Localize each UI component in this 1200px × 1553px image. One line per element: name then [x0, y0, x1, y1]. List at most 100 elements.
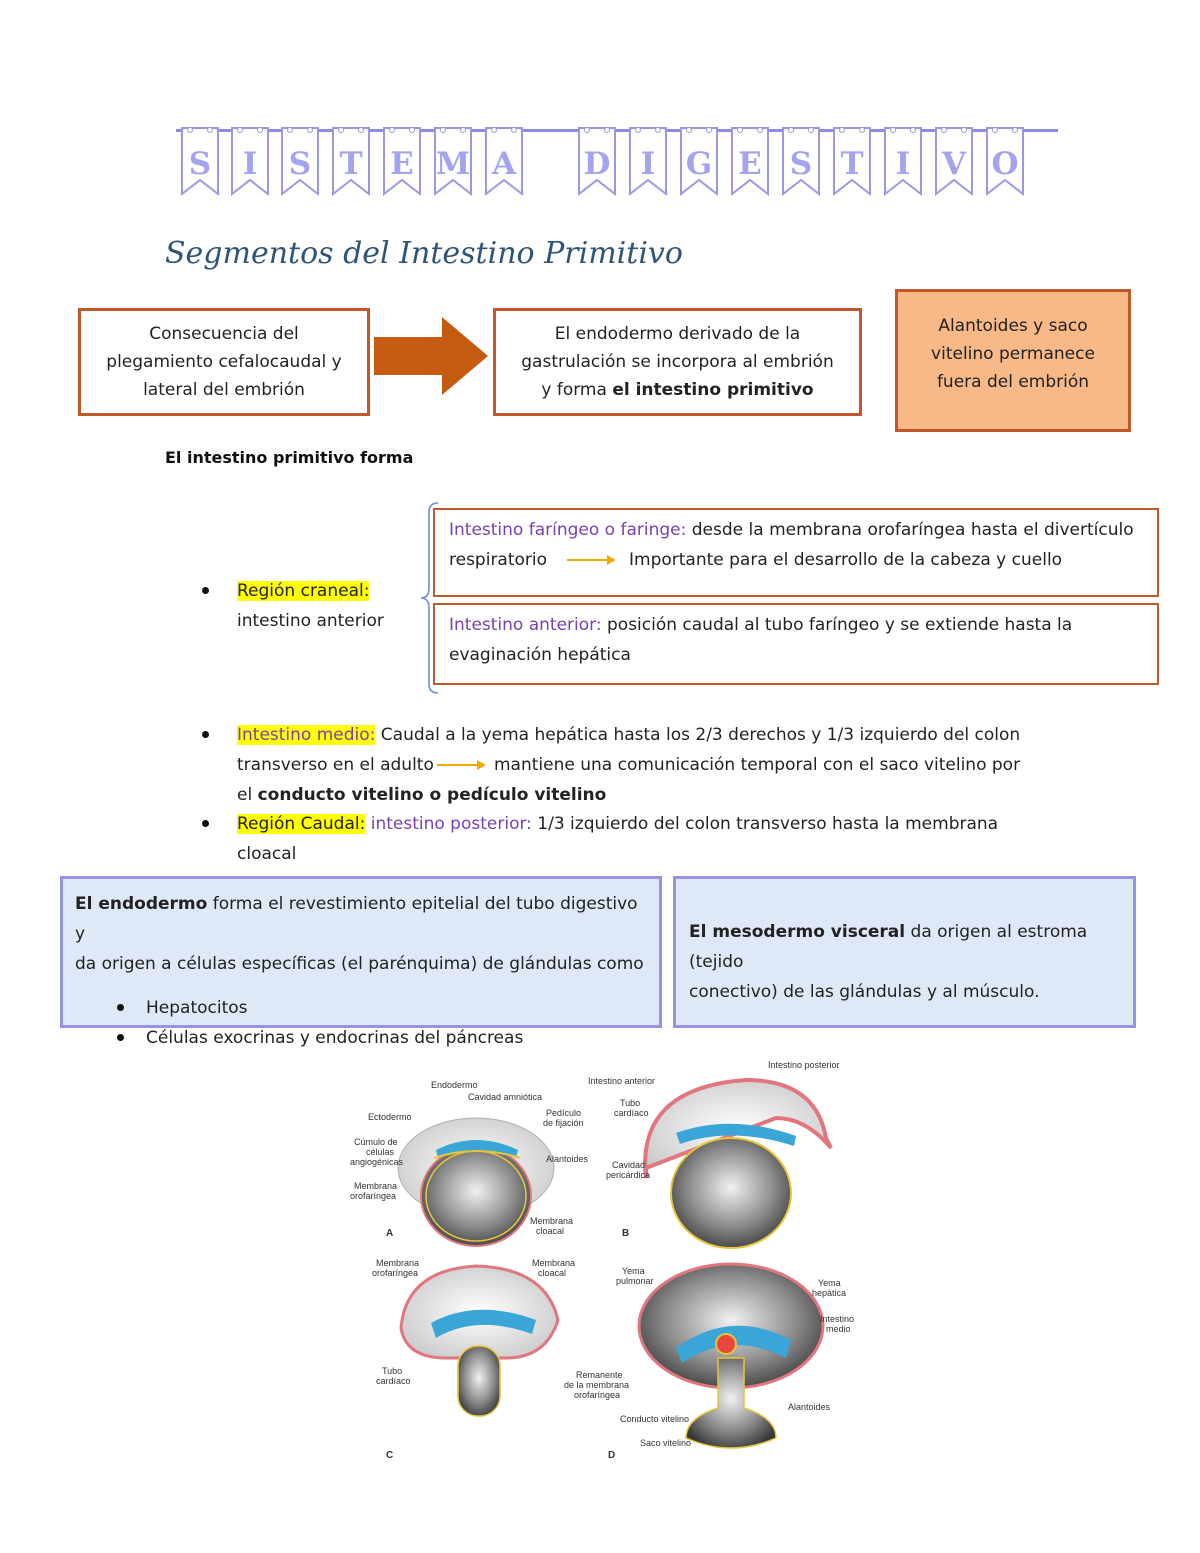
panel-c: Membrana orofaríngea Membrana cloacal Tu…: [372, 1258, 575, 1461]
banner-flag: A: [484, 124, 524, 200]
cranial-label: Región craneal:: [237, 581, 370, 601]
panel-d: Yema pulmonar Yema hepática Intestino me…: [564, 1262, 854, 1461]
fig-label: Yema: [622, 1266, 645, 1276]
banner-flag: T: [832, 124, 872, 200]
flow-box-alantoides-line: vitelino permanece: [931, 344, 1095, 364]
fig-label: Intestino: [820, 1314, 854, 1324]
endoderm-line1: forma el revestimiento epitelial del tub…: [75, 894, 638, 944]
banner-flag: I: [628, 124, 668, 200]
caudal-item: Región Caudal: intestino posterior: 1/3 …: [237, 809, 1057, 869]
banner-string: [176, 129, 1058, 132]
banner-letter: S: [188, 146, 212, 182]
banner-letter: S: [789, 146, 813, 182]
banner-flag: E: [382, 124, 422, 200]
banner-letter: M: [435, 146, 471, 182]
flow-box-alantoides-line: Alantoides y saco: [938, 316, 1088, 336]
fig-label: Intestino posterior: [768, 1060, 840, 1070]
flow-box-alantoides: Alantoides y saco vitelino permanece fue…: [895, 289, 1131, 432]
banner-letter: T: [339, 146, 363, 182]
fig-label: Pedículo: [546, 1108, 581, 1118]
list-item: Hepatocitos: [75, 993, 647, 1023]
panel-label: D: [608, 1450, 615, 1461]
list-item: Células exocrinas y endocrinas del páncr…: [75, 1023, 647, 1053]
caudal-line2: cloacal: [237, 844, 297, 864]
fig-label: Cúmulo de: [354, 1137, 398, 1147]
banner-flag: S: [280, 124, 320, 200]
midgut-line2a: transverso en el adulto: [237, 755, 434, 775]
banner-flag: G: [679, 124, 719, 200]
pharynx-desc: desde la membrana orofaríngea hasta el d…: [686, 520, 1134, 540]
fig-label: Remanente: [576, 1370, 623, 1380]
fig-label: de la membrana: [564, 1380, 629, 1390]
flow-box-endoderm-line: y forma el intestino primitivo: [496, 376, 859, 404]
cranial-region: Región craneal: intestino anterior: [237, 576, 384, 636]
bullet-icon: [202, 731, 209, 738]
flow-box-endoderm-line: El endodermo derivado de la: [554, 324, 801, 344]
mesoderm-line1: da origen al estroma (tejido: [689, 922, 1088, 972]
fig-label: hepática: [812, 1288, 846, 1298]
fig-label: cloacal: [536, 1226, 564, 1236]
banner-letter: O: [991, 146, 1019, 182]
fig-label: Alantoides: [546, 1154, 589, 1164]
panel-label: B: [622, 1228, 629, 1239]
bullet-icon: [117, 1034, 124, 1041]
banner-letter: V: [941, 146, 967, 182]
mesoderm-line2: conectivo) de las glándulas y al músculo…: [689, 982, 1040, 1002]
anterior-desc: posición caudal al tubo faríngeo y se ex…: [601, 615, 1073, 635]
banner-flag: S: [180, 124, 220, 200]
midgut-line3b: conducto vitelino o pedículo vitelino: [257, 785, 607, 805]
flow-box-cause-line: Consecuencia del: [149, 324, 299, 344]
banner-letter: A: [491, 146, 517, 182]
cranial-sub: intestino anterior: [237, 611, 384, 631]
panel-label: C: [386, 1450, 393, 1461]
fig-label: Ectodermo: [368, 1112, 412, 1122]
banner-flag: M: [433, 124, 473, 200]
fig-label: Tubo: [382, 1366, 402, 1376]
caudal-line1: 1/3 izquierdo del colon transverso hasta…: [531, 814, 999, 834]
mesoderm-bold: El mesodermo visceral: [689, 922, 906, 942]
anterior-line2: evaginación hepática: [449, 645, 631, 665]
panel-b: Intestino anterior Intestino posterior T…: [588, 1060, 840, 1249]
panel-label: A: [386, 1228, 393, 1239]
banner-letter: E: [390, 146, 414, 182]
banner-letter: E: [738, 146, 762, 182]
banner-letter: T: [840, 146, 864, 182]
flow-box-cause-line: lateral del embrión: [143, 380, 305, 400]
bullet-icon: [117, 1004, 124, 1011]
anterior-box: Intestino anterior: posición caudal al t…: [433, 603, 1159, 685]
fig-label: Membrana: [530, 1216, 573, 1226]
banner-letter: I: [640, 146, 656, 182]
flow-box-endoderm-plain: y forma: [541, 380, 613, 400]
bullet-icon: [202, 820, 209, 827]
flow-box-cause: Consecuencia del plegamiento cefalocauda…: [78, 308, 370, 416]
flow-box-endoderm-bold: el intestino primitivo: [612, 380, 814, 400]
panel-a: Endodermo Cavidad amniótica Ectodermo Pe…: [350, 1080, 589, 1247]
pharynx-line2a: respiratorio: [449, 550, 548, 570]
fig-label: Membrana: [532, 1258, 575, 1268]
midgut-item: Intestino medio: Caudal a la yema hepáti…: [237, 720, 1057, 810]
banner-flag: S: [781, 124, 821, 200]
caudal-label: Región Caudal:: [237, 814, 366, 834]
endoderm-bold: El endodermo: [75, 894, 208, 914]
fig-label: angiogénicas: [350, 1157, 404, 1167]
fig-label: pericárdica: [606, 1170, 650, 1180]
fig-label: cardíaco: [614, 1108, 649, 1118]
fig-label: Cavidad: [612, 1160, 645, 1170]
fig-label: Tubo: [620, 1098, 640, 1108]
flow-box-endoderm: El endodermo derivado de la gastrulación…: [493, 308, 862, 416]
fig-label: pulmonar: [616, 1276, 654, 1286]
fig-label: Saco vitelino: [640, 1438, 691, 1448]
banner-flag: D: [577, 124, 617, 200]
pharynx-box: Intestino faríngeo o faringe: desde la m…: [433, 508, 1159, 597]
midgut-line2b: mantiene una comunicación temporal con e…: [494, 755, 1021, 775]
endoderm-box: El endodermo forma el revestimiento epit…: [60, 876, 662, 1048]
banner-letter: G: [685, 146, 713, 182]
fig-label: orofaríngea: [350, 1191, 396, 1201]
bracket-icon: [420, 502, 439, 694]
arrow-right-icon: [437, 760, 486, 770]
flow-box-alantoides-line: fuera del embrión: [936, 372, 1090, 392]
fig-label: células: [366, 1147, 395, 1157]
anterior-term: Intestino anterior:: [449, 615, 602, 635]
banner-flag: O: [985, 124, 1025, 200]
banner-flag: E: [730, 124, 770, 200]
